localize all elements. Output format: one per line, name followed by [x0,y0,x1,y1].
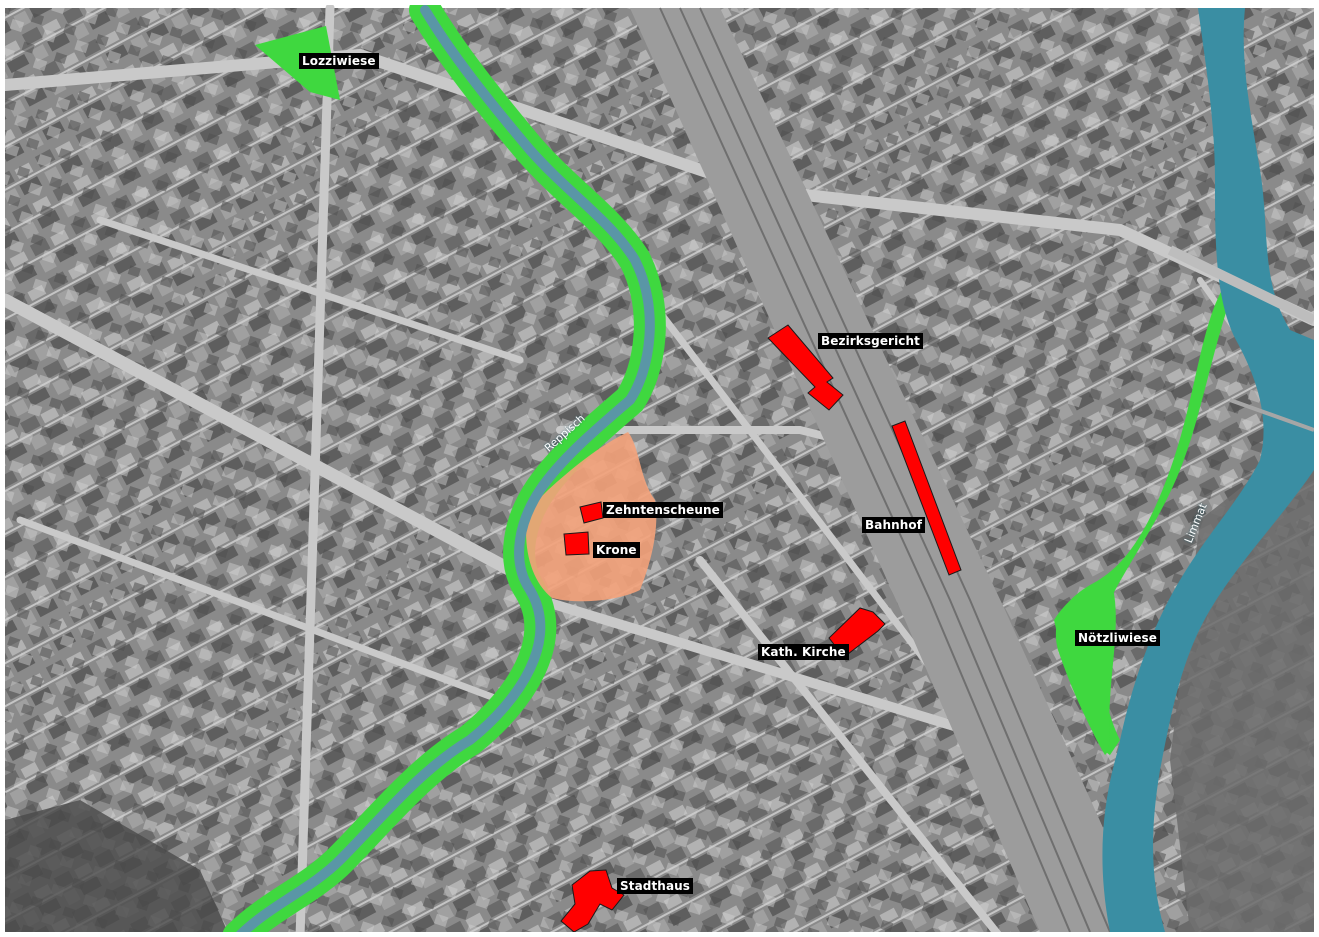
label-stadthaus: Stadthaus [617,878,694,894]
bahnhof-building[interactable] [891,420,962,576]
label-bahnhof: Bahnhof [862,517,926,533]
zehntenscheune-building[interactable] [579,501,604,524]
krone-building[interactable] [563,531,590,556]
label-krone: Krone [593,542,640,558]
bezirksgericht-building[interactable] [767,324,844,411]
label-lozziwiese: Lozziwiese [299,53,379,69]
label-noetzliwiese: Nötzliwiese [1075,630,1160,646]
stadthaus-building[interactable] [560,869,625,933]
limmat-river [1102,8,1314,932]
noetzliwiese-area[interactable] [1054,578,1116,755]
lozziwiese-area[interactable] [255,26,340,100]
label-zehntenscheune: Zehntenscheune [603,502,723,518]
label-bezirksgericht: Bezirksgericht [818,333,923,349]
reppisch-river [233,5,655,937]
label-kath-kirche: Kath. Kirche [758,644,849,660]
